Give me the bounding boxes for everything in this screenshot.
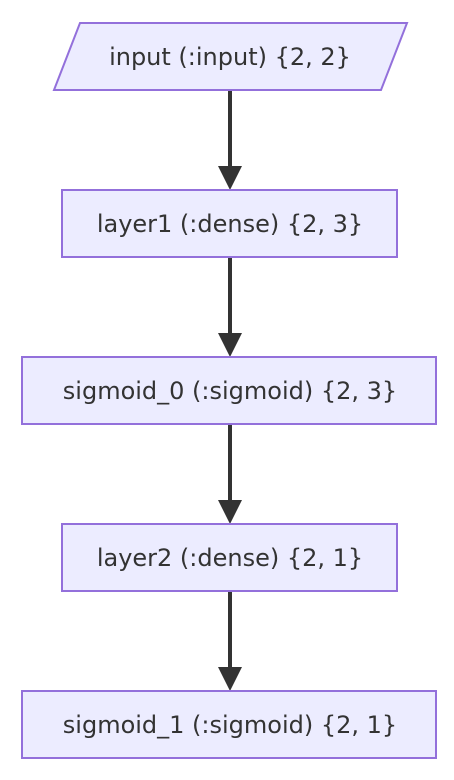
node-sigmoid-0-label: sigmoid_0 (:sigmoid) {2, 3} [63, 377, 397, 405]
edge-input-to-layer1 [218, 90, 242, 190]
node-sigmoid-0[interactable]: sigmoid_0 (:sigmoid) {2, 3} [21, 356, 437, 425]
node-input[interactable]: input (:input) {2, 2} [52, 22, 409, 91]
node-input-label: input (:input) {2, 2} [109, 43, 351, 71]
node-layer1-label: layer1 (:dense) {2, 3} [97, 210, 363, 238]
edge-layer2-to-sigmoid-1 [218, 591, 242, 691]
edge-layer1-to-sigmoid-0 [218, 257, 242, 357]
node-sigmoid-1[interactable]: sigmoid_1 (:sigmoid) {2, 1} [21, 690, 437, 759]
arrowhead-icon [218, 667, 242, 691]
arrowhead-icon [218, 500, 242, 524]
node-layer2-shape [61, 523, 398, 592]
arrowhead-icon [218, 166, 242, 190]
edge-sigmoid-0-to-layer2 [218, 424, 242, 524]
node-layer2[interactable]: layer2 (:dense) {2, 1} [61, 523, 398, 592]
node-sigmoid-1-shape [21, 690, 437, 759]
edges [218, 90, 242, 691]
node-input-shape [52, 22, 409, 91]
node-layer1[interactable]: layer1 (:dense) {2, 3} [61, 189, 398, 258]
node-layer1-shape [61, 189, 398, 258]
node-sigmoid-1-label: sigmoid_1 (:sigmoid) {2, 1} [63, 711, 397, 739]
arrowhead-icon [218, 333, 242, 357]
node-sigmoid-0-shape [21, 356, 437, 425]
node-layer2-label: layer2 (:dense) {2, 1} [97, 544, 363, 572]
